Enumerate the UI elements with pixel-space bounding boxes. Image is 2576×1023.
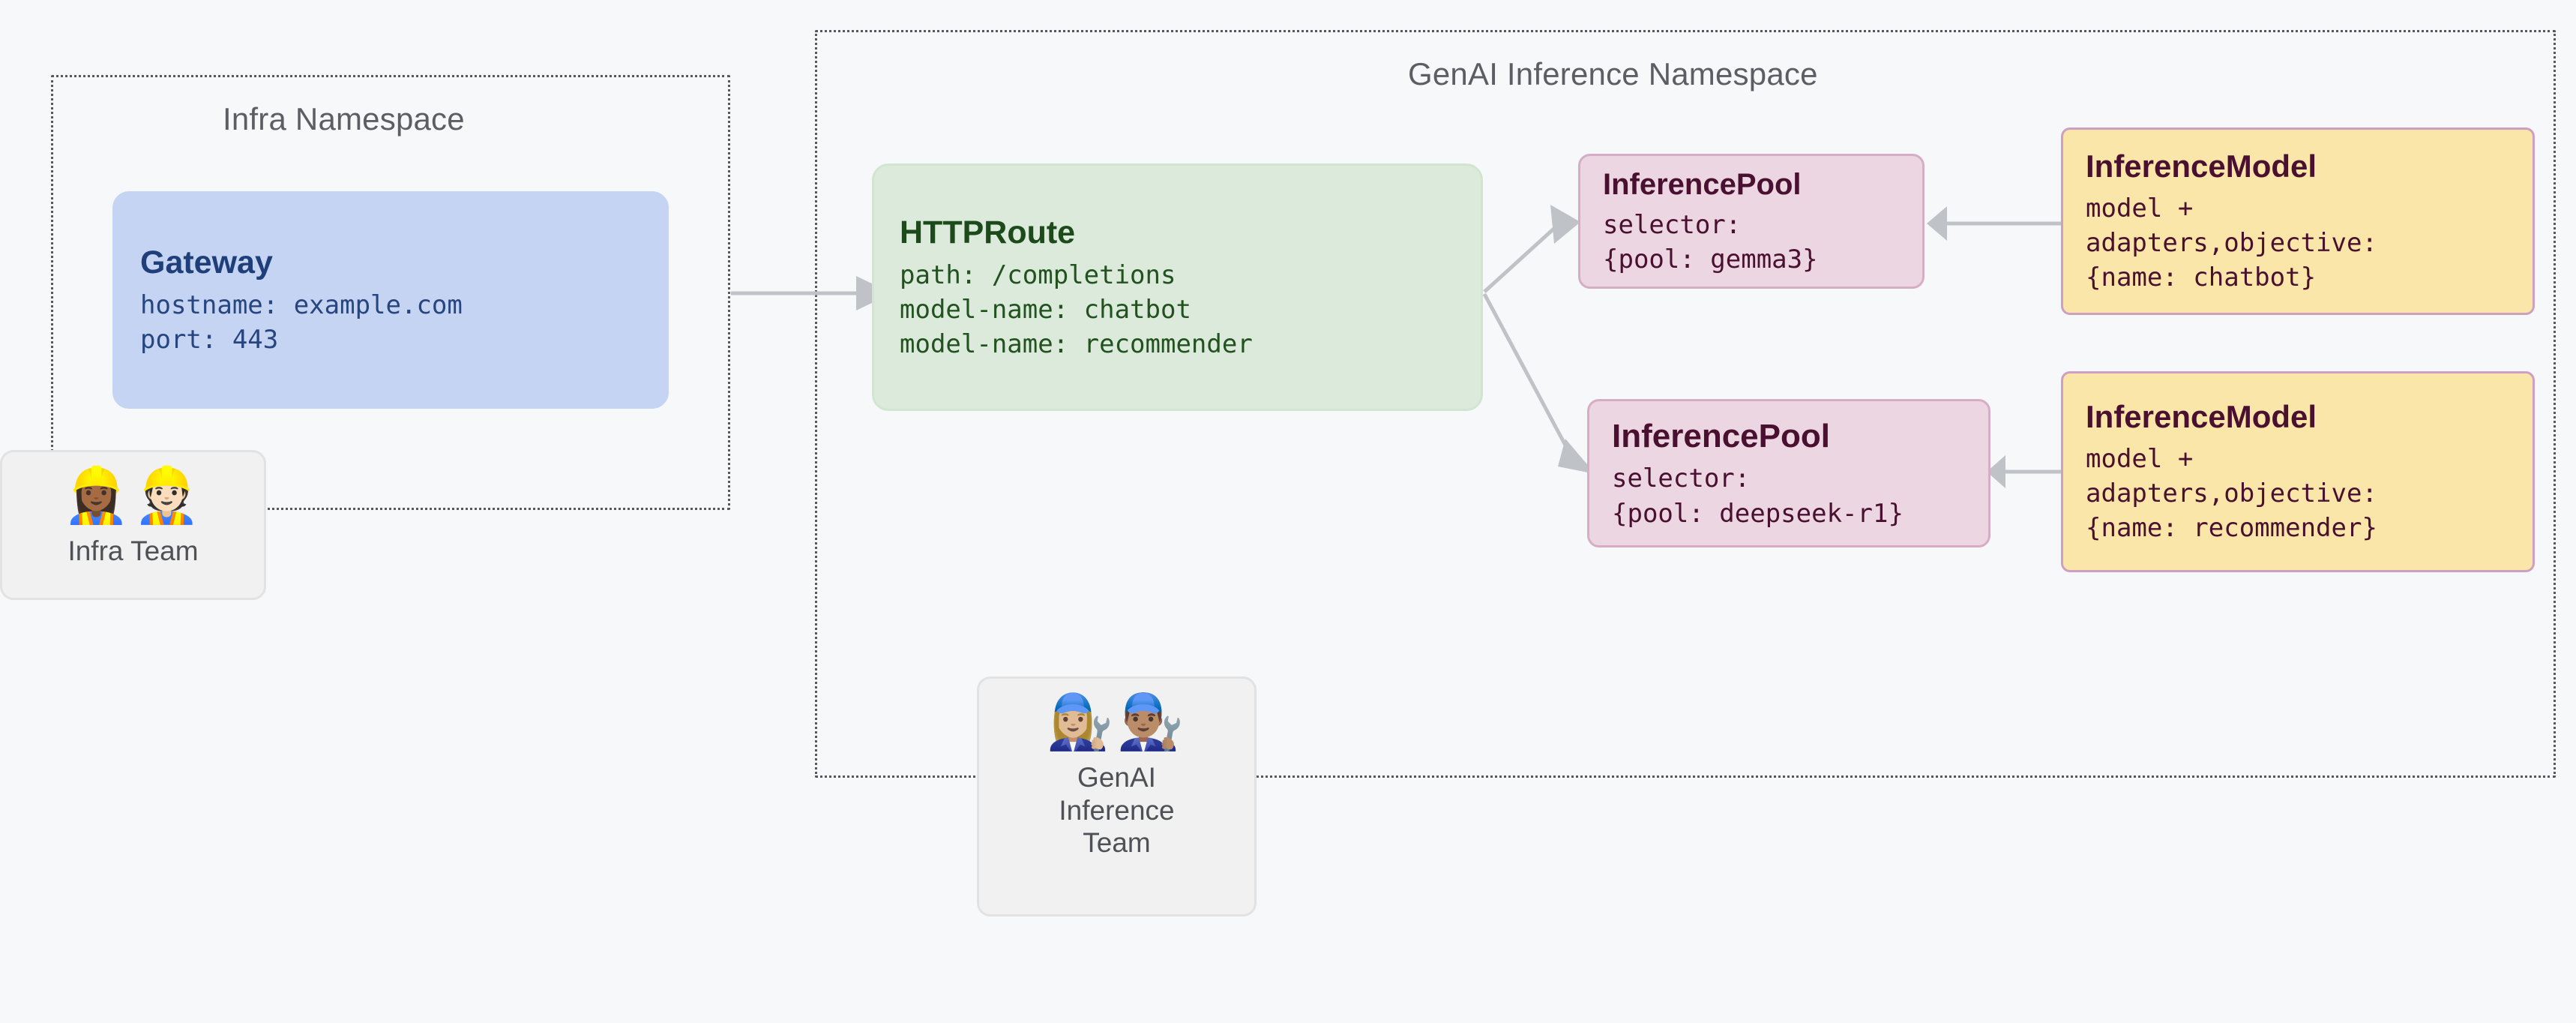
- team-card-infra-label: Infra Team: [67, 536, 199, 566]
- node-gateway-line-1: port: 443: [140, 324, 279, 355]
- node-httproute-line-1: model-name: chatbot: [900, 294, 1191, 325]
- node-inferencemodel-chatbot-line-2: {name: chatbot}: [2086, 262, 2317, 293]
- namespace-infra-title: Infra Namespace: [223, 101, 465, 136]
- infra-team-avatar-icon: 👷🏾‍♀️👷🏻: [62, 466, 204, 526]
- node-inferencepool-deepseek-r1-line-0: selector:: [1612, 464, 1751, 494]
- node-gateway[interactable]: Gateway hostname: example.com port: 443: [112, 191, 669, 409]
- node-inferencemodel-recommender-title: InferenceModel: [2086, 399, 2317, 435]
- node-httproute[interactable]: HTTPRoute path: /completions model-name:…: [872, 164, 1483, 411]
- namespace-genai-title: GenAI Inference Namespace: [1408, 56, 1818, 92]
- node-httproute-line-0: path: /completions: [900, 260, 1176, 290]
- node-inferencemodel-chatbot-line-0: model +: [2086, 193, 2194, 224]
- team-card-infra[interactable]: 👷🏾‍♀️👷🏻 Infra Team: [0, 450, 266, 600]
- namespace-infra: [51, 75, 730, 510]
- node-gateway-title: Gateway: [140, 244, 273, 280]
- node-inferencepool-deepseek-r1-title: InferencePool: [1612, 418, 1830, 455]
- namespace-genai: [815, 30, 2556, 778]
- node-inferencemodel-chatbot-title: InferenceModel: [2086, 148, 2317, 184]
- node-inferencemodel-chatbot-line-1: adapters,objective:: [2086, 228, 2377, 259]
- team-card-genai-label: GenAI Inference Team: [1059, 762, 1175, 859]
- node-httproute-title: HTTPRoute: [900, 214, 1076, 250]
- node-inferencepool-deepseek-r1-line-1: {pool: deepseek-r1}: [1612, 498, 1904, 529]
- node-httproute-line-2: model-name: recommender: [900, 328, 1253, 359]
- genai-team-avatar-icon: 👩🏼‍🔧👨🏽‍🔧: [1046, 692, 1188, 752]
- node-inferencepool-deepseek-r1[interactable]: InferencePool selector: {pool: deepseek-…: [1587, 399, 1990, 548]
- node-inferencemodel-recommender[interactable]: InferenceModel model + adapters,objectiv…: [2061, 371, 2535, 572]
- team-card-genai[interactable]: 👩🏼‍🔧👨🏽‍🔧 GenAI Inference Team: [977, 676, 1257, 916]
- node-inferencepool-gemma3-line-0: selector:: [1603, 209, 1742, 240]
- node-inferencepool-gemma3[interactable]: InferencePool selector: {pool: gemma3}: [1578, 154, 1925, 289]
- node-inferencepool-gemma3-title: InferencePool: [1603, 167, 1802, 201]
- node-inferencemodel-recommender-line-2: {name: recommender}: [2086, 513, 2377, 544]
- node-inferencemodel-recommender-line-1: adapters,objective:: [2086, 478, 2377, 509]
- node-gateway-line-0: hostname: example.com: [140, 290, 463, 320]
- node-inferencepool-gemma3-line-1: {pool: gemma3}: [1603, 244, 1818, 274]
- node-inferencemodel-chatbot[interactable]: InferenceModel model + adapters,objectiv…: [2061, 128, 2535, 315]
- node-inferencemodel-recommender-line-0: model +: [2086, 443, 2194, 474]
